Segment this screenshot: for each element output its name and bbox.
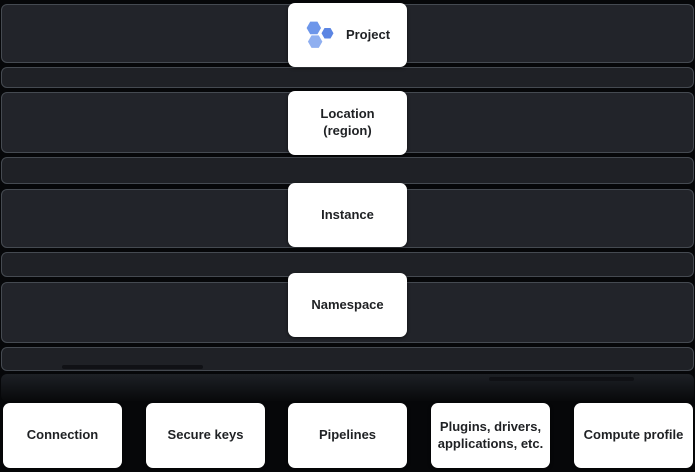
node-connection-label: Connection [26, 427, 99, 443]
node-pipelines: Pipelines [288, 403, 407, 468]
node-instance-label: Instance [321, 206, 374, 222]
project-location-gap-band [1, 67, 694, 88]
node-location-region: Location (region) [288, 91, 407, 155]
node-location-region-label: Location (region) [320, 106, 375, 138]
node-pipelines-label: Pipelines [318, 427, 377, 443]
node-namespace-label: Namespace [311, 296, 384, 312]
node-instance: Instance [288, 183, 407, 247]
node-project-label: Project [345, 26, 391, 42]
node-secure-keys-label: Secure keys [167, 427, 244, 443]
node-plugins-drivers-applications-label: Plugins, drivers, applications, etc. [437, 418, 544, 451]
node-compute-profile-label: Compute profile [583, 427, 684, 443]
container-bottom-seam [62, 365, 203, 369]
node-plugins-drivers-applications: Plugins, drivers, applications, etc. [431, 403, 550, 468]
namespace-children-gap-band [1, 347, 694, 371]
node-project: Project [288, 3, 407, 67]
node-secure-keys: Secure keys [146, 403, 265, 468]
node-compute-profile: Compute profile [574, 403, 693, 468]
container-bottom-seam [489, 377, 634, 381]
node-namespace: Namespace [288, 273, 407, 337]
project-hexagons-icon [306, 21, 334, 48]
location-instance-gap-band [1, 157, 694, 184]
instance-namespace-gap-band [1, 252, 694, 277]
node-connection: Connection [3, 403, 122, 468]
